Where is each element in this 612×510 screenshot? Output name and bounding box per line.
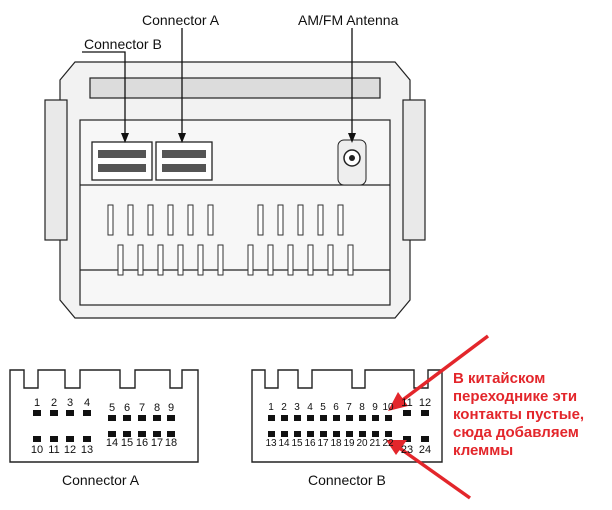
connector-a-pin-label: 13 (80, 444, 94, 456)
head-unit-drawing (44, 61, 426, 319)
annotation-line: контакты пустые, (453, 406, 585, 423)
connector-a-pin-label: 6 (123, 402, 131, 414)
antenna-socket (337, 139, 367, 186)
pointer-lines (82, 28, 353, 140)
connector-a-pin-label: 2 (50, 397, 58, 409)
connector-b-pin-label: 9 (372, 402, 378, 413)
red-arrows (396, 334, 490, 500)
connector-a-pin-label: 18 (164, 437, 178, 449)
connector-b-pin-label: 14 (278, 438, 290, 449)
connector-a-pin-label: 12 (63, 444, 77, 456)
red-arrowheads (386, 392, 408, 455)
rear-connector-b (91, 141, 153, 181)
vent-slots (107, 204, 354, 276)
connector-a-pin-label: 17 (150, 437, 164, 449)
connector-b-pin-label: 8 (359, 402, 365, 413)
connector-a-bottom-label: Connector A (62, 472, 140, 488)
connector-b-bottom-label: Connector B (308, 472, 386, 488)
connector-a-pin-label: 10 (30, 444, 44, 456)
connector-a-pin-label: 7 (138, 402, 146, 414)
connector-b-pin-label: 13 (265, 438, 277, 449)
annotation-line: клеммы (453, 442, 514, 459)
connector-b-pin-label: 2 (281, 402, 287, 413)
connector-b-pin-label: 23 (400, 444, 414, 456)
connector-b-pin-label: 17 (317, 438, 329, 449)
connector-a-top-label: Connector A (142, 12, 220, 28)
connector-a-pin-label: 11 (48, 444, 60, 456)
connector-a-pin-label: 1 (33, 397, 41, 409)
connector-b-pin-label: 16 (304, 438, 316, 449)
pointer-arrowheads (121, 133, 356, 143)
connector-b-pin-label: 21 (369, 438, 381, 449)
connector-b-pin-label: 11 (401, 397, 413, 409)
connector-b-pin-label: 3 (294, 402, 300, 413)
annotation-line: переходнике эти (453, 388, 578, 405)
connector-a-pin-label: 4 (83, 397, 91, 409)
connector-b-pin-label: 24 (418, 444, 432, 456)
connector-b-pin-label: 4 (307, 402, 313, 413)
connector-a-pins (33, 410, 175, 442)
connector-b-pin-label: 12 (418, 397, 432, 409)
annotation-line: сюда добавляем (453, 424, 579, 441)
connector-b-pin-label: 1 (268, 402, 274, 413)
connector-a-pin-label: 3 (66, 397, 74, 409)
connector-b-pin-label: 10 (382, 402, 394, 413)
connector-b-pin-label: 20 (356, 438, 368, 449)
connector-b-pin-label: 7 (346, 402, 352, 413)
annotation-line: В китайском (453, 370, 546, 387)
connector-a-pin-label: 14 (105, 437, 119, 449)
connector-b-pin-label: 18 (330, 438, 342, 449)
connector-a-pin-label: 15 (120, 437, 134, 449)
connector-a-pin-label: 9 (167, 402, 175, 414)
connector-b-pin-label: 22 (382, 438, 394, 449)
connector-b-pin-label: 5 (320, 402, 326, 413)
connector-a-pin-label: 5 (108, 402, 116, 414)
connector-b-top-label: Connector B (84, 36, 162, 52)
connector-a-pin-label: 8 (153, 402, 161, 414)
connector-b-pin-label: 6 (333, 402, 339, 413)
connector-a-pin-label: 16 (135, 437, 149, 449)
antenna-label: AM/FM Antenna (298, 12, 399, 28)
connector-b-pin-label: 19 (343, 438, 355, 449)
connector-b-pins (268, 410, 429, 442)
connector-b-pin-label: 15 (291, 438, 303, 449)
annotation-note: В китайском переходнике эти контакты пус… (453, 370, 612, 460)
rear-connector-a (155, 141, 213, 181)
